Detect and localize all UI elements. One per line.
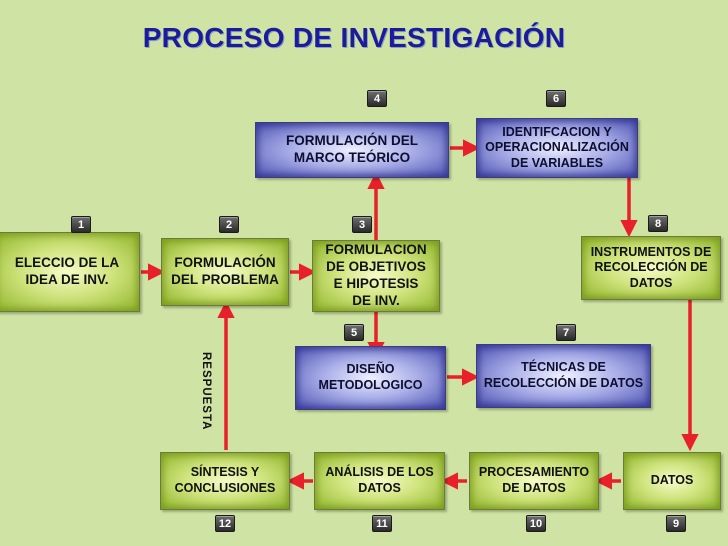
response-label: RESPUESTA bbox=[200, 351, 212, 431]
step-box-2: FORMULACIÓN DEL PROBLEMA bbox=[161, 238, 289, 306]
step-box-3: FORMULACION DE OBJETIVOS E HIPOTESIS DE … bbox=[312, 240, 440, 312]
step-number-1: 1 bbox=[71, 216, 91, 233]
step-box-12: SÍNTESIS Y CONCLUSIONES bbox=[160, 452, 290, 510]
step-box-8: INSTRUMENTOS DE RECOLECCIÓN DE DATOS bbox=[581, 236, 721, 300]
step-box-6: IDENTIFCACION Y OPERACIONALIZACIÓN DE VA… bbox=[476, 118, 638, 178]
step-number-9: 9 bbox=[666, 515, 686, 532]
page-title: PROCESO DE INVESTIGACIÓN bbox=[142, 22, 566, 53]
step-box-9: DATOS bbox=[623, 452, 721, 510]
step-number-10: 10 bbox=[526, 515, 546, 532]
step-number-11: 11 bbox=[372, 515, 392, 532]
step-box-4: FORMULACIÓN DEL MARCO TEÓRICO bbox=[255, 122, 449, 178]
step-number-6: 6 bbox=[546, 90, 566, 107]
step-number-5: 5 bbox=[344, 324, 364, 341]
step-number-12: 12 bbox=[215, 515, 235, 532]
step-box-10: PROCESAMIENTO DE DATOS bbox=[469, 452, 599, 510]
step-box-11: ANÁLISIS DE LOS DATOS bbox=[314, 452, 445, 510]
step-number-2: 2 bbox=[219, 216, 239, 233]
step-box-1: ELECCIO DE LA IDEA DE INV. bbox=[0, 232, 140, 312]
step-box-7: TÉCNICAS DE RECOLECCIÓN DE DATOS bbox=[476, 344, 651, 408]
step-number-3: 3 bbox=[352, 216, 372, 233]
step-number-8: 8 bbox=[648, 215, 668, 232]
step-number-7: 7 bbox=[556, 324, 576, 341]
step-box-5: DISEÑO METODOLOGICO bbox=[295, 346, 446, 410]
step-number-4: 4 bbox=[367, 90, 387, 107]
